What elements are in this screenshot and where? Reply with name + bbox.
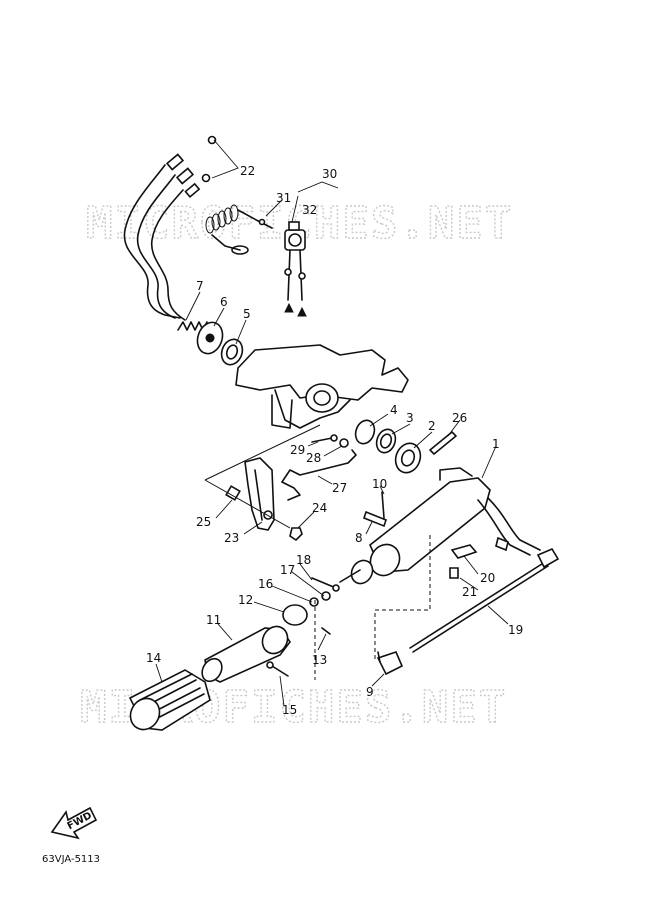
callout-32: 32 (302, 203, 317, 217)
switch-assembly-part-30 (284, 221, 307, 317)
callout-11: 11 (206, 613, 221, 627)
coiled-cord-part-31 (205, 204, 273, 255)
throttle-shaft-part-11 (201, 625, 291, 683)
callout-9: 9 (366, 685, 374, 699)
callout-12: 12 (238, 593, 253, 607)
callout-15: 15 (282, 703, 297, 717)
callout-1: 1 (492, 437, 500, 451)
plate-part-20 (450, 544, 478, 559)
callout-8: 8 (355, 531, 363, 545)
bolt-part-24 (289, 527, 303, 542)
screw-part-15 (266, 661, 289, 677)
o-ring-part-4 (354, 419, 376, 445)
callout-18: 18 (296, 553, 311, 567)
callout-29: 29 (290, 443, 305, 457)
washer-part-16 (309, 597, 319, 607)
screw-part-18 (311, 577, 340, 592)
link-rod-part-27 (281, 449, 357, 501)
throttle-cables (123, 135, 217, 321)
callout-10: 10 (372, 477, 387, 491)
clip-part-9 (376, 651, 404, 676)
callout-14: 14 (146, 651, 161, 665)
callout-30: 30 (322, 167, 337, 181)
shift-rod-part-19 (409, 547, 560, 653)
nut-part-25 (225, 485, 241, 501)
callout-27: 27 (332, 481, 347, 495)
callout-7: 7 (196, 279, 204, 293)
bracket-part-8 (363, 510, 387, 528)
grip-part-14 (128, 669, 211, 731)
callout-23: 23 (224, 531, 239, 545)
callout-28: 28 (306, 451, 321, 465)
callout-2: 2 (428, 419, 436, 433)
washer-part-5 (220, 338, 244, 366)
callout-22: 22 (240, 164, 255, 178)
diagram-code: 63VJA-5113 (42, 854, 100, 865)
callout-13: 13 (312, 653, 327, 667)
callout-19: 19 (508, 623, 523, 637)
cap-part-12 (282, 604, 308, 626)
callout-20: 20 (480, 571, 495, 585)
fwd-arrow: FWD (50, 806, 98, 840)
shift-cables (477, 497, 541, 556)
washer-part-28 (339, 438, 349, 448)
bolt-part-10 (381, 491, 385, 519)
lever-part-23 (244, 457, 275, 531)
callout-21: 21 (462, 585, 477, 599)
callout-17: 17 (280, 563, 295, 577)
callout-26: 26 (452, 411, 467, 425)
guide-line-right (374, 535, 431, 660)
callout-5: 5 (243, 307, 251, 321)
o-ring-part-3 (375, 428, 397, 454)
lever-mount-lines (204, 424, 321, 529)
plate-part-6 (196, 321, 224, 355)
steering-bracket (235, 344, 409, 429)
callout-4: 4 (390, 403, 398, 417)
callout-25: 25 (196, 515, 211, 529)
callouts: 1 2 3 4 5 6 7 8 9 10 11 12 13 14 15 16 1… (146, 164, 523, 717)
screw-part-21 (449, 567, 459, 579)
bushing-part-2 (394, 442, 422, 474)
bolt-part-29 (311, 434, 338, 443)
steering-handle-part-1 (339, 467, 491, 585)
callout-3: 3 (406, 411, 414, 425)
pin-part-13 (321, 627, 331, 635)
callout-24: 24 (312, 501, 327, 515)
nut-part-17 (321, 591, 331, 601)
pin-part-26 (429, 431, 457, 455)
leader-lines (155, 139, 509, 707)
callout-31: 31 (276, 191, 291, 205)
callout-6: 6 (220, 295, 228, 309)
callout-16: 16 (258, 577, 273, 591)
